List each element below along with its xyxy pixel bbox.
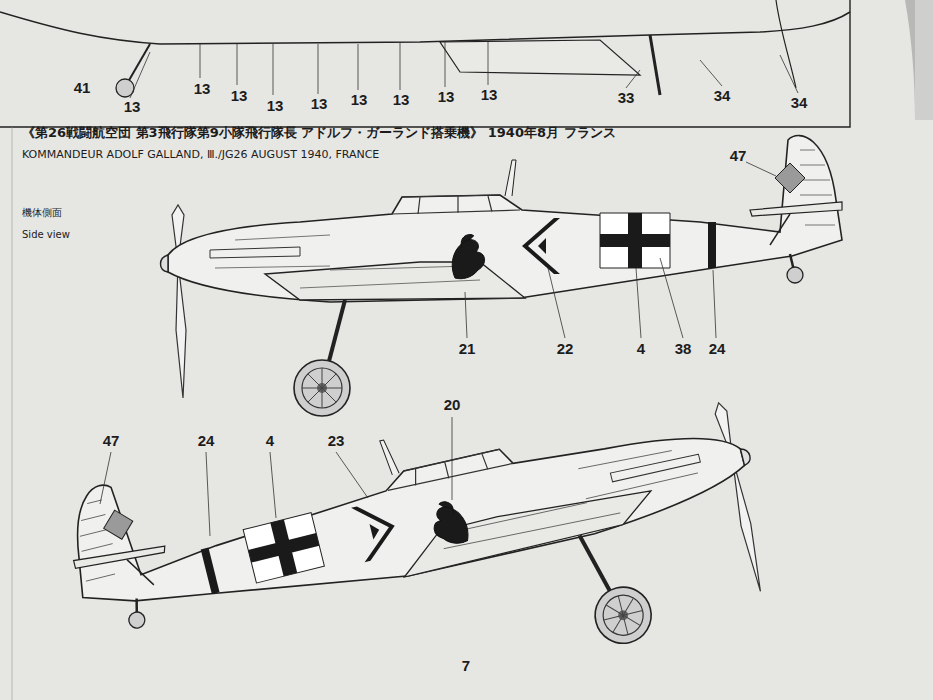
callout-number: 13 <box>267 98 284 115</box>
callout-number: 33 <box>618 90 635 107</box>
callout-number: 13 <box>231 88 248 105</box>
callout-number: 34 <box>791 95 808 112</box>
callout-number: 21 <box>459 341 476 358</box>
callout-number: 24 <box>709 341 726 358</box>
callout-number: 4 <box>266 433 274 450</box>
callout-number: 4 <box>637 341 645 358</box>
callout-number: 13 <box>393 92 410 109</box>
callout-number: 13 <box>194 81 211 98</box>
view-label: 機体側面 <box>22 207 62 218</box>
callout-number: 13 <box>351 92 368 109</box>
callout-number: 13 <box>124 99 141 116</box>
callout-number: 13 <box>481 87 498 104</box>
callout-number: 38 <box>675 341 692 358</box>
callout-number: 47 <box>103 433 120 450</box>
callout-number: 23 <box>328 433 345 450</box>
callout-number: 13 <box>311 96 328 113</box>
callout-number: 47 <box>730 148 747 165</box>
view-label: Side view <box>22 229 70 240</box>
callout-number: 41 <box>74 80 91 97</box>
scheme-title: 《第26戦闘航空団 第3飛行隊第9小隊飛行隊長 アドルフ・ガーランド搭乗機》 1… <box>22 126 616 140</box>
page-number: 7 <box>462 658 470 675</box>
callout-number: 24 <box>198 433 215 450</box>
scheme-subtitle: KOMMANDEUR ADOLF GALLAND, Ⅲ./JG26 AUGUST… <box>22 149 379 161</box>
callout-number: 20 <box>444 397 461 414</box>
callout-number: 34 <box>714 88 731 105</box>
callout-number: 13 <box>438 89 455 106</box>
callout-number: 22 <box>557 341 574 358</box>
